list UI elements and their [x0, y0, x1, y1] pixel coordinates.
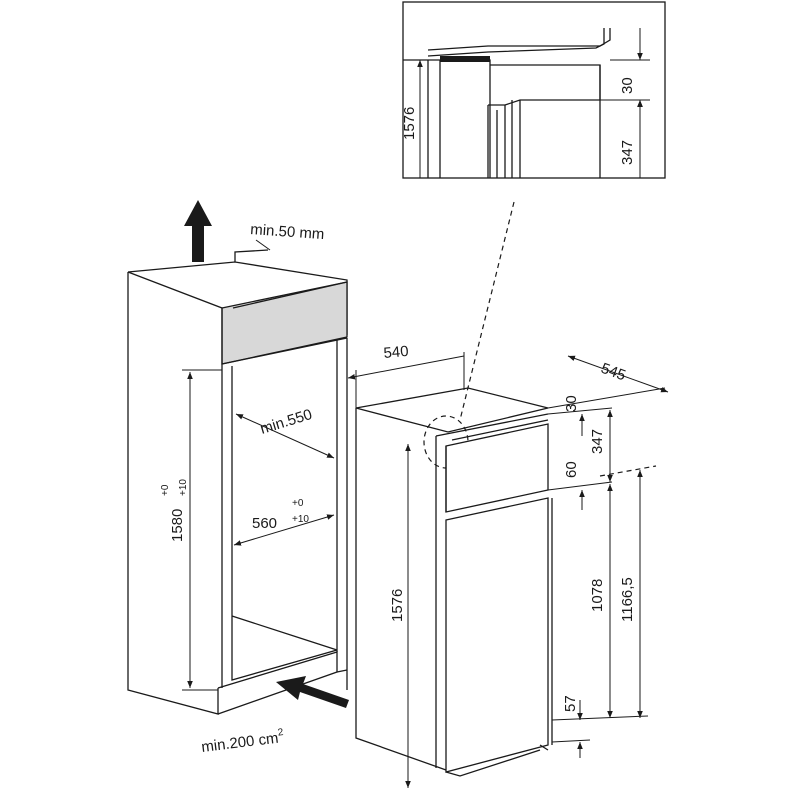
niche-width-label: 560	[252, 515, 277, 532]
niche-width-tol-minus: +10	[292, 514, 309, 525]
detail-height-label: 1576	[401, 107, 418, 140]
detail-leader	[459, 201, 515, 421]
niche-width-tol-plus: +0	[292, 498, 304, 509]
appliance-fridge-label: 1078	[589, 579, 606, 612]
niche-height-tol-minus: +10	[178, 479, 189, 496]
appliance-width-label: 540	[383, 343, 409, 362]
appliance-bottomgap-label: 57	[562, 695, 579, 712]
appliance-depth-label: 545	[599, 360, 628, 385]
detail-topgap-label: 30	[619, 77, 636, 94]
appliance-freezer-label: 347	[589, 429, 606, 454]
appliance-topgap-label: 30	[563, 395, 580, 412]
air-inlet-arrow-icon	[276, 676, 349, 708]
vent-top-label: min.50 mm	[250, 221, 325, 243]
detail-lower-label: 347	[619, 140, 636, 165]
detail-frame	[402, 1, 666, 179]
appliance-height-label: 1576	[389, 589, 406, 622]
niche-height-label: 1580	[169, 509, 186, 542]
niche-cabinet: 1580 +0 +10 min.550 560 +0 +10	[127, 249, 348, 715]
appliance-doorgap-label: 60	[563, 461, 580, 478]
niche-depth-label: min.550	[258, 406, 314, 438]
appliance	[355, 387, 553, 777]
air-outlet-arrow-icon	[184, 200, 212, 262]
vent-bottom-label: min.200 cm2	[200, 727, 285, 756]
niche-height-tol-plus: +0	[160, 484, 171, 496]
appliance-hinge-label: 1166,5	[619, 577, 636, 622]
detail-inset: 1576 30 347	[401, 1, 666, 179]
